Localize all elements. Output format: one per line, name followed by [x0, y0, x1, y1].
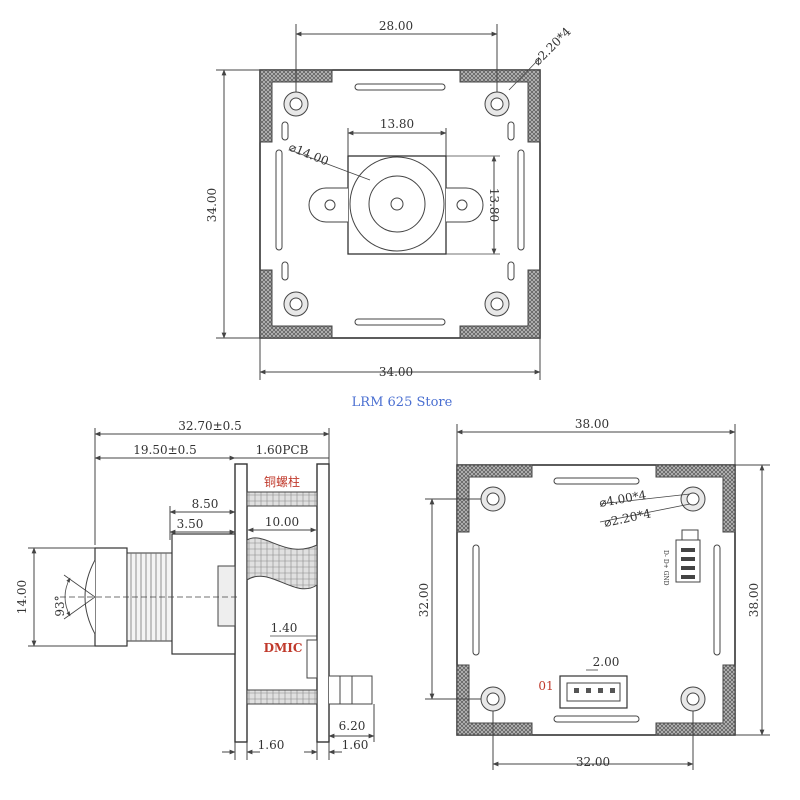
top-corner-pad-br	[459, 269, 541, 339]
standoff-top	[246, 491, 318, 507]
back-corner-pad-tl	[456, 464, 533, 533]
top-view	[216, 24, 541, 380]
dim-3-50-label: 3.50	[177, 517, 204, 531]
side-total-length-label: 32.70±0.5	[178, 419, 242, 433]
back-hole-spacing-v-label: 32.00	[417, 583, 431, 617]
top-board-width-label: 34.00	[379, 365, 413, 379]
lens-outer	[349, 156, 445, 252]
store-watermark: LRM 625 Store	[352, 395, 453, 410]
bottom-connector	[559, 675, 628, 709]
top-corner-pad-tr	[459, 69, 541, 143]
dim-6-20-label: 6.20	[339, 719, 366, 733]
lens-holder-height-label: 13.80	[487, 188, 501, 222]
back-width-label: 38.00	[575, 417, 609, 431]
back-hole-spacing-h-label: 32.00	[576, 755, 610, 769]
dim-10-00-label: 10.00	[265, 515, 299, 529]
lens-height-label: 14.00	[15, 580, 29, 614]
standoff-bottom	[246, 689, 318, 705]
dmic-mic	[306, 639, 318, 679]
lens-holder-width-label: 13.80	[380, 117, 414, 131]
side-pcb-label: 1.60PCB	[256, 443, 309, 457]
view-angle-label: 93°	[53, 595, 67, 616]
back-view: D- D+ GND	[425, 424, 770, 770]
top-hole-label: ⌀2.20*4	[530, 24, 574, 68]
dim-8-50-label: 8.50	[192, 497, 219, 511]
lens-holder-ears	[308, 187, 484, 223]
top-slots	[275, 83, 525, 326]
pcb-left-thickness-label: 1.60	[258, 738, 285, 752]
back-corner-pad-tr	[655, 464, 736, 533]
lens-center	[390, 197, 404, 211]
back-pcb	[316, 463, 330, 743]
top-corner-pad-bl	[259, 269, 333, 339]
dmic-label: DMIC	[264, 641, 303, 655]
top-mount-holes	[283, 91, 510, 317]
side-connector	[329, 675, 373, 705]
connector-pitch-label: 2.00	[593, 655, 620, 669]
side-view	[28, 428, 375, 760]
pcb-right-thickness-label: 1.60	[342, 738, 369, 752]
top-corner-pad-tl	[259, 69, 333, 143]
back-slots	[472, 477, 721, 723]
back-corner-pad-bl	[456, 664, 533, 736]
back-corner-pad-br	[655, 664, 736, 736]
top-board-height-label: 34.00	[205, 188, 219, 222]
side-lens-length-label: 19.50±0.5	[133, 443, 197, 457]
back-board-height-label: 38.00	[747, 583, 761, 617]
connector-id-label: 01	[538, 679, 553, 693]
svg-text:D- D+ GND: D- D+ GND	[662, 550, 669, 586]
dim-1-40-label: 1.40	[271, 621, 298, 635]
standoff-label: 铜螺柱	[264, 474, 300, 489]
top-width-label: 28.00	[379, 19, 413, 33]
view-angle-arc	[63, 574, 96, 620]
lens-middle	[368, 175, 426, 233]
front-pcb	[234, 463, 248, 743]
standoff-middle	[246, 537, 318, 590]
